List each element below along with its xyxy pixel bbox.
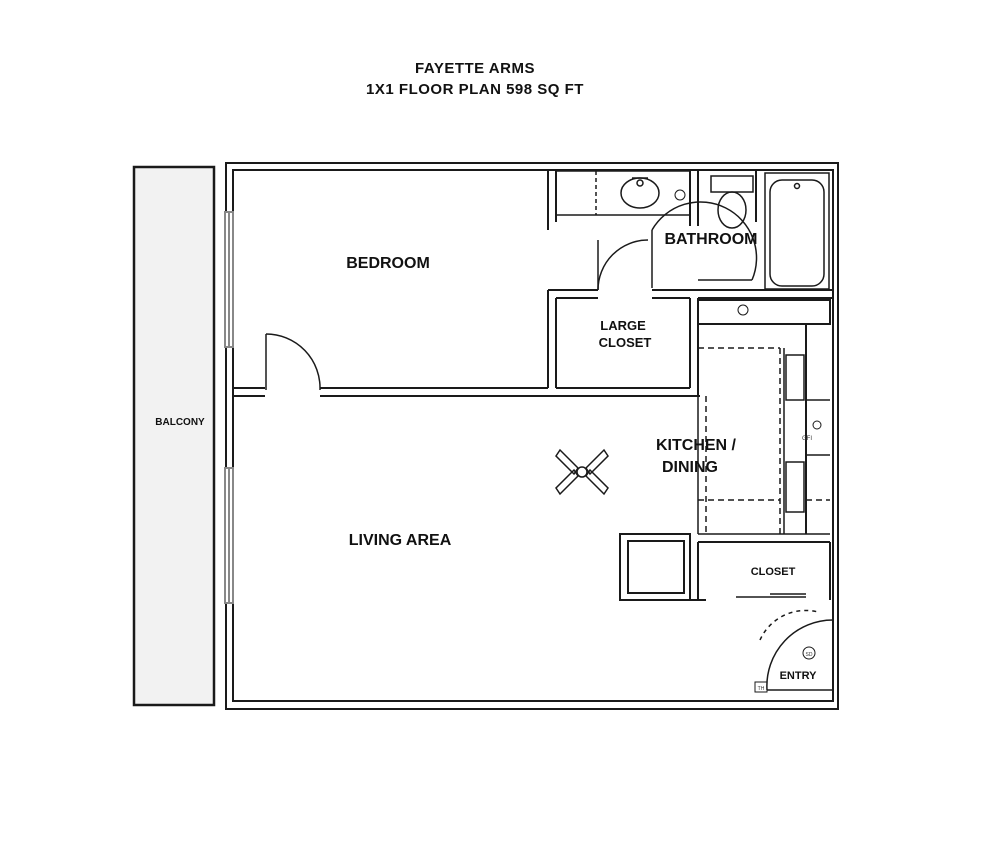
kitchen-walls xyxy=(697,298,834,534)
bedroom-walls xyxy=(233,170,700,397)
entry-closet-walls xyxy=(620,541,831,601)
kitchen-gfi-icon xyxy=(737,304,822,430)
smoke-detector-icon xyxy=(802,646,816,660)
living-area-label: LIVING AREA xyxy=(349,532,452,549)
balcony-area xyxy=(132,165,216,707)
thermostat-label: TH xyxy=(758,686,765,692)
closet-label: CLOSET xyxy=(751,566,796,578)
bedroom-label: BEDROOM xyxy=(346,255,430,272)
kitchen-counter xyxy=(697,347,830,535)
bathroom-vanity xyxy=(555,170,691,216)
kitchen-label-line1: KITCHEN / xyxy=(656,437,737,454)
toilet-icon xyxy=(710,175,754,229)
kitchen-peninsula xyxy=(619,533,691,601)
bathroom-label: BATHROOM xyxy=(664,231,757,248)
sink-icon xyxy=(620,177,660,209)
gfi-label: GFI xyxy=(802,436,812,442)
bedroom-door xyxy=(265,333,321,391)
balcony-windows xyxy=(224,211,234,604)
kitchen-label-line2: DINING xyxy=(662,459,718,476)
closet-bifold-door xyxy=(736,593,806,598)
large-closet-label-line2: CLOSET xyxy=(599,335,652,350)
smoke-detector-label: SD xyxy=(806,652,813,658)
large-closet-label-line1: LARGE xyxy=(600,318,646,333)
closet-door xyxy=(597,239,649,291)
entry-door xyxy=(759,609,834,691)
balcony-label: BALCONY xyxy=(155,417,205,428)
entry-label: ENTRY xyxy=(780,670,818,682)
thermostat-icon xyxy=(754,681,768,693)
plan-title: FAYETTE ARMS xyxy=(415,60,535,77)
gfi-outlet-icon xyxy=(674,189,686,201)
ceiling-fan-icon xyxy=(555,448,609,496)
bathtub-icon xyxy=(764,172,830,290)
plan-subtitle: 1X1 FLOOR PLAN 598 SQ FT xyxy=(366,81,584,98)
bathroom-door xyxy=(651,201,758,288)
